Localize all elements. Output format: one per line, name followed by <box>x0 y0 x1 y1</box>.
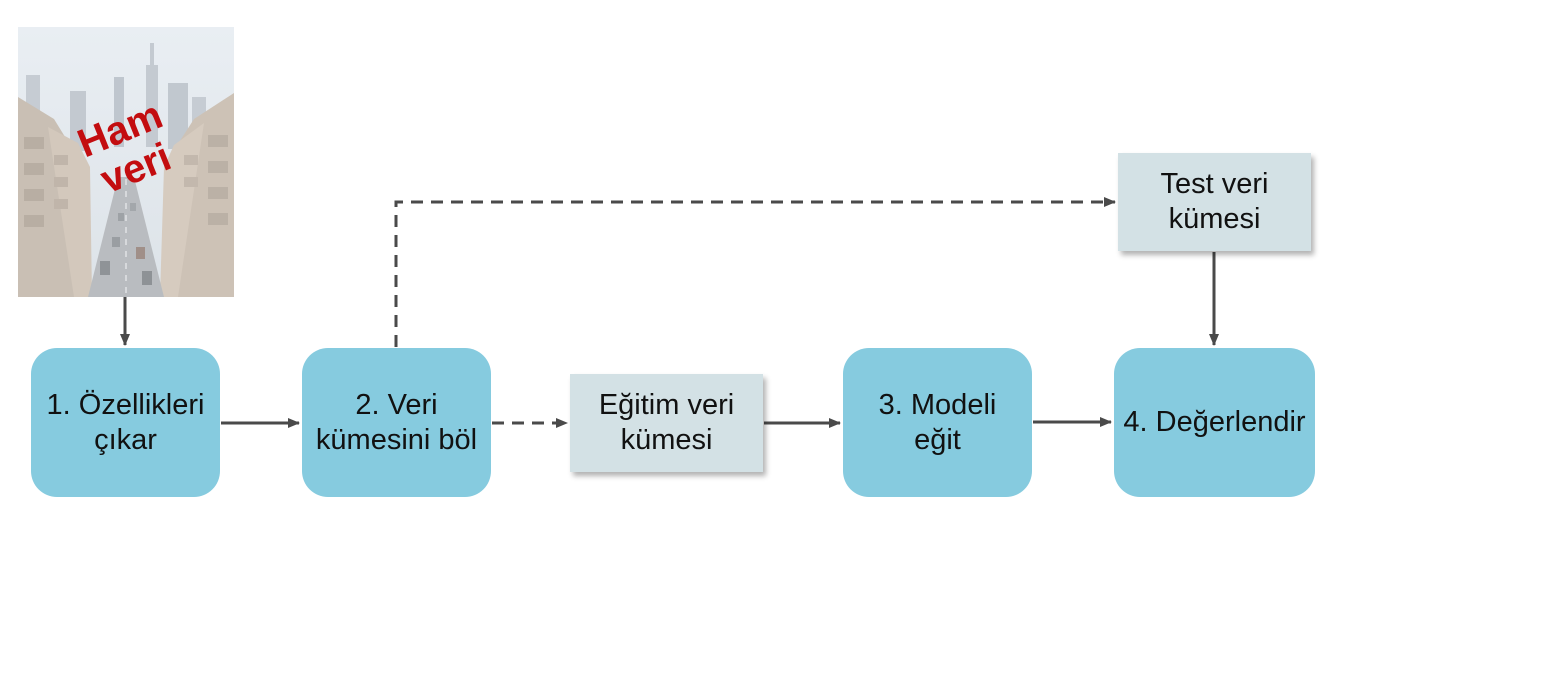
evaluate-node[interactable]: 4. Değerlendir <box>1114 348 1315 497</box>
extract-features-node[interactable]: 1. Özellikleri çıkar <box>31 348 220 497</box>
edge-split-to-test <box>394 197 1116 347</box>
city-street-picture <box>18 27 234 297</box>
train-model-node[interactable]: 3. Modeli eğit <box>843 348 1032 497</box>
evaluate-label: 4. Değerlendir <box>1123 406 1306 438</box>
split-dataset-label: 2. Veri kümesini böl <box>315 388 478 456</box>
train-model-label: 3. Modeli eğit <box>878 388 997 456</box>
test-set-node[interactable]: Test veri kümesi <box>1118 153 1311 251</box>
training-set-node[interactable]: Eğitim veri kümesi <box>570 374 763 472</box>
split-dataset-node[interactable]: 2. Veri kümesini böl <box>302 348 491 497</box>
raw-data-image: Ham veri <box>18 27 234 297</box>
test-set-label: Test veri kümesi <box>1160 168 1269 235</box>
training-set-label: Eğitim veri kümesi <box>598 389 735 456</box>
extract-features-label: 1. Özellikleri çıkar <box>46 388 205 456</box>
